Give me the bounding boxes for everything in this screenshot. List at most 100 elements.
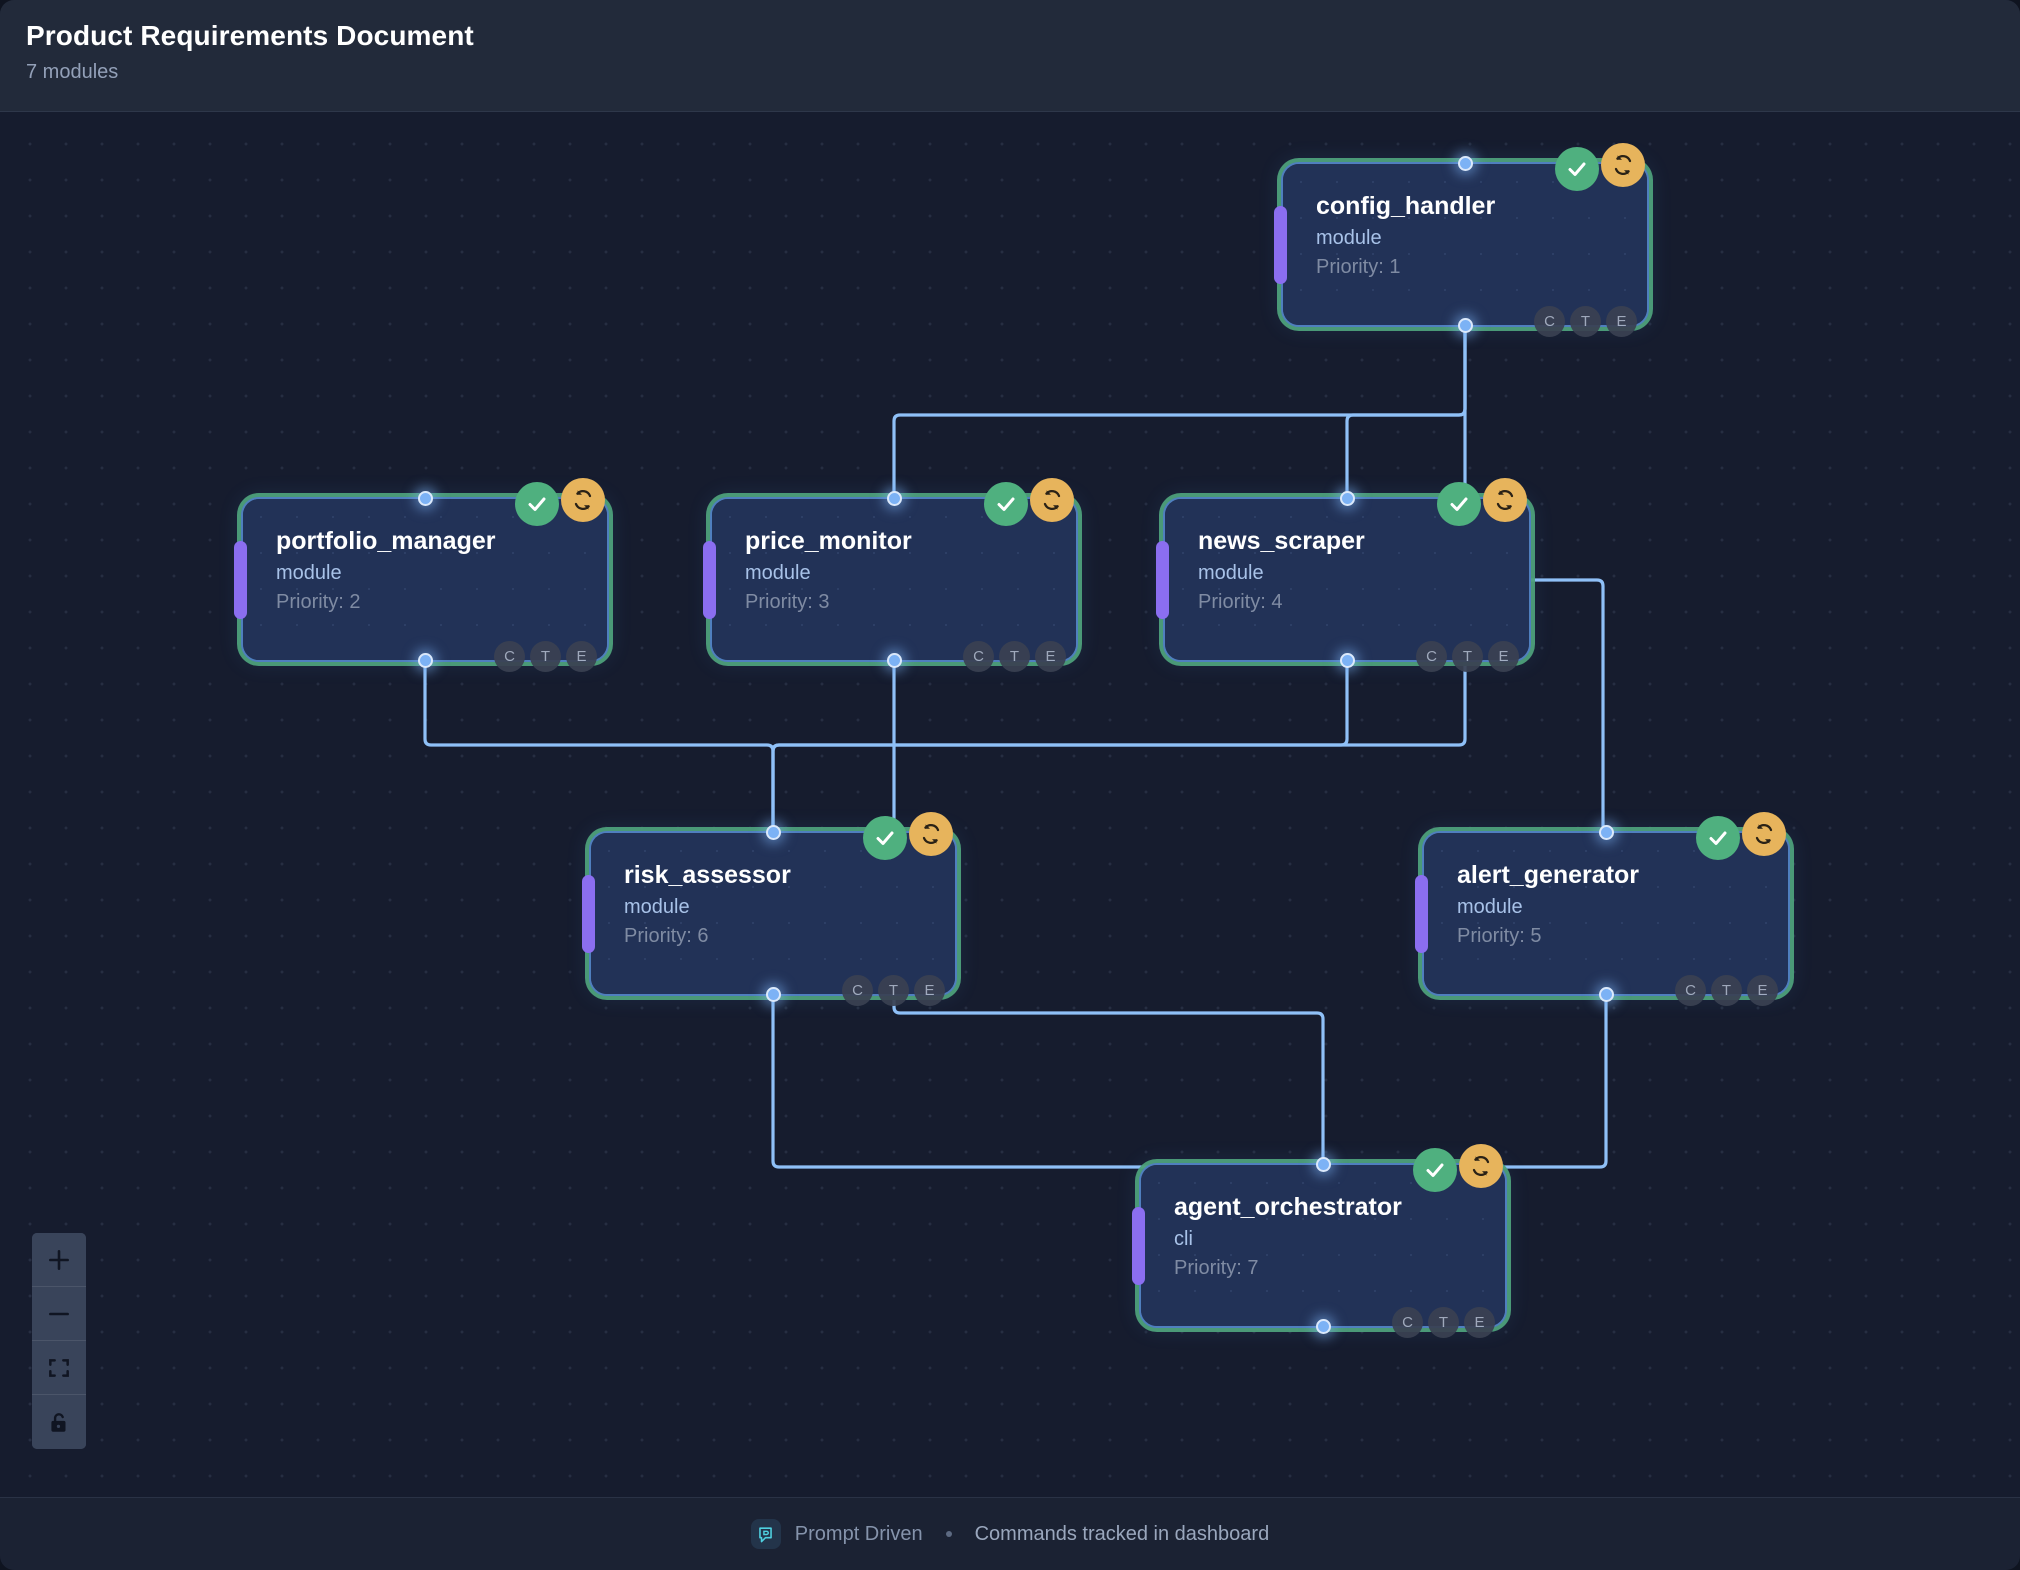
- chip-e[interactable]: E: [914, 975, 945, 1006]
- chip-t[interactable]: T: [878, 975, 909, 1006]
- zoom-in-button[interactable]: [32, 1233, 86, 1287]
- node-accent-bar: [1274, 205, 1287, 284]
- node-handle-target[interactable]: [1316, 1157, 1331, 1172]
- footer-brand: Prompt Driven: [794, 1522, 923, 1545]
- chip-c[interactable]: C: [1416, 641, 1447, 672]
- chip-t[interactable]: T: [530, 641, 561, 672]
- status-badge-done[interactable]: [863, 816, 907, 860]
- lock-toggle-button[interactable]: [32, 1395, 86, 1449]
- node-type: module: [276, 562, 342, 584]
- node-handle-source[interactable]: [1599, 987, 1614, 1002]
- status-badge-done[interactable]: [1413, 1148, 1457, 1192]
- edge-price_monitor-agent_orchestrator: [892, 662, 1347, 1248]
- zoom-out-button[interactable]: [32, 1287, 86, 1341]
- check-icon: [1568, 162, 1586, 176]
- node-handle-target[interactable]: [1340, 491, 1355, 506]
- node-priority: Priority: 2: [276, 591, 361, 613]
- chip-e[interactable]: E: [1747, 975, 1778, 1006]
- sync-icon: [1496, 489, 1514, 511]
- node-title: config_handler: [1316, 192, 1496, 220]
- node-handle-target[interactable]: [766, 825, 781, 840]
- prompt-driven-logo: [750, 1519, 781, 1549]
- status-badge-done[interactable]: [1696, 816, 1740, 860]
- node-handle-source[interactable]: [766, 987, 781, 1002]
- chip-c[interactable]: C: [494, 641, 525, 672]
- fit-view-button[interactable]: [32, 1341, 86, 1395]
- status-badge-sync[interactable]: [1483, 478, 1527, 522]
- chip-t[interactable]: T: [1711, 975, 1742, 1006]
- chip-t[interactable]: T: [1452, 641, 1483, 672]
- node-handle-target[interactable]: [1458, 156, 1473, 171]
- node-handle-target[interactable]: [1599, 825, 1614, 840]
- chip-c[interactable]: C: [1534, 306, 1565, 337]
- fit-screen-icon: [49, 1358, 69, 1377]
- node-type: module: [624, 896, 690, 918]
- node-type: module: [1198, 562, 1264, 584]
- chip-t[interactable]: T: [1570, 306, 1601, 337]
- chip-e[interactable]: E: [1606, 306, 1637, 337]
- chip-e[interactable]: E: [566, 641, 597, 672]
- chip-c[interactable]: C: [1392, 1307, 1423, 1338]
- minus-icon: [49, 1312, 69, 1315]
- chip-c[interactable]: C: [1675, 975, 1706, 1006]
- status-badge-done[interactable]: [1555, 147, 1599, 191]
- chip-e[interactable]: E: [1464, 1307, 1495, 1338]
- node-priority: Priority: 4: [1198, 591, 1283, 613]
- chip-t[interactable]: T: [999, 641, 1030, 672]
- status-badge-sync[interactable]: [561, 478, 605, 522]
- chip-e[interactable]: E: [1035, 641, 1066, 672]
- sync-icon: [1614, 154, 1632, 176]
- node-title: portfolio_manager: [276, 527, 496, 555]
- check-icon: [1450, 497, 1468, 511]
- node-handle-source[interactable]: [1458, 318, 1473, 333]
- speech-bubble-p-icon: [759, 1526, 773, 1542]
- chip-e[interactable]: E: [1488, 641, 1519, 672]
- node-type: module: [1316, 227, 1382, 249]
- footer-note: Commands tracked in dashboard: [974, 1522, 1270, 1545]
- header: Product Requirements Document 7 modules: [0, 0, 2020, 112]
- chip-c[interactable]: C: [963, 641, 994, 672]
- status-badge-sync[interactable]: [1459, 1144, 1503, 1188]
- status-badge-done[interactable]: [1437, 482, 1481, 526]
- status-badge-done[interactable]: [515, 482, 559, 526]
- status-badge-sync[interactable]: [1742, 812, 1786, 856]
- check-icon: [528, 497, 546, 511]
- node-handle-target[interactable]: [418, 491, 433, 506]
- chip-t[interactable]: T: [1428, 1307, 1459, 1338]
- node-handle-target[interactable]: [887, 491, 902, 506]
- node-handle-source[interactable]: [1340, 653, 1355, 668]
- chip-c[interactable]: C: [842, 975, 873, 1006]
- node-handle-source[interactable]: [887, 653, 902, 668]
- node-accent-bar: [582, 874, 595, 953]
- status-badge-done[interactable]: [984, 482, 1028, 526]
- status-badge-sync[interactable]: [1601, 143, 1645, 187]
- node-type: module: [745, 562, 811, 584]
- edge-layer: [423, 327, 1627, 1248]
- node-title: news_scraper: [1198, 527, 1365, 555]
- node-handle-source[interactable]: [1316, 1319, 1331, 1334]
- check-icon: [1709, 831, 1727, 845]
- node-priority: Priority: 1: [1316, 256, 1401, 278]
- node-handle-source[interactable]: [418, 653, 433, 668]
- sync-icon: [1755, 823, 1773, 845]
- status-badge-sync[interactable]: [1030, 478, 1074, 522]
- status-badge-sync[interactable]: [909, 812, 953, 856]
- check-icon: [1426, 1163, 1444, 1177]
- zoom-controls: [32, 1233, 86, 1449]
